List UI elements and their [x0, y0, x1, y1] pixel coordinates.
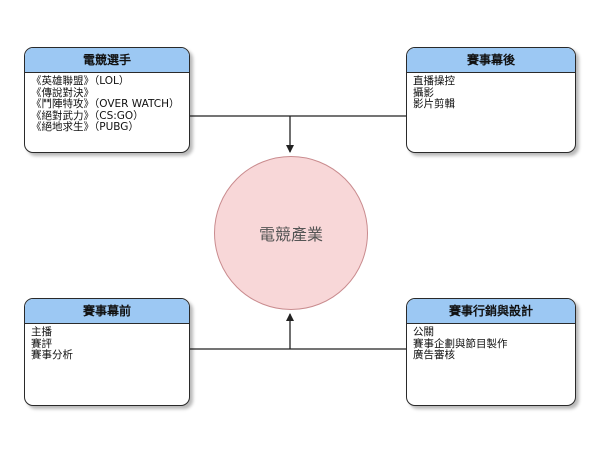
card-item: 《傳說對決》 — [31, 86, 94, 99]
card-items: 直播操控 攝影 影片剪輯 — [407, 73, 575, 114]
card-items: 公關 賽事企劃與節目製作 廣告審核 — [407, 324, 575, 365]
card-item: 影片剪輯 — [413, 98, 455, 111]
card-item: 攝影 — [413, 86, 434, 99]
card-esports-players: 電競選手 《英雄聯盟》（LOL） 《傳說對決》 《鬥陣特攻》（OVER WATC… — [24, 47, 190, 153]
card-title: 賽事行銷與設計 — [407, 299, 575, 324]
center-circle: 電競產業 — [214, 156, 368, 310]
card-title: 賽事幕前 — [25, 299, 189, 324]
card-item: 《絕對武力》（CS:GO） — [31, 109, 144, 122]
card-event-marketing-design: 賽事行銷與設計 公關 賽事企劃與節目製作 廣告審核 — [406, 298, 576, 406]
card-title: 電競選手 — [25, 48, 189, 73]
center-label: 電競產業 — [258, 225, 323, 244]
card-item: 廣告審核 — [413, 349, 455, 362]
card-item: 主播 — [31, 326, 52, 338]
card-items: 主播 賽評 賽事分析 — [25, 324, 189, 365]
card-item: 賽評 — [31, 337, 52, 350]
card-event-front: 賽事幕前 主播 賽評 賽事分析 — [24, 298, 190, 406]
card-item: 公關 — [413, 326, 434, 338]
card-items: 《英雄聯盟》（LOL） 《傳說對決》 《鬥陣特攻》（OVER WATCH） 《絕… — [25, 73, 189, 137]
card-item: 《英雄聯盟》（LOL） — [31, 75, 130, 87]
card-item: 賽事分析 — [31, 349, 73, 362]
card-title: 賽事幕後 — [407, 48, 575, 73]
card-event-backstage: 賽事幕後 直播操控 攝影 影片剪輯 — [406, 47, 576, 153]
card-item: 《絕地求生》（PUBG） — [31, 121, 139, 134]
card-item: 《鬥陣特攻》（OVER WATCH） — [31, 98, 180, 111]
card-item: 直播操控 — [413, 75, 455, 87]
card-item: 賽事企劃與節目製作 — [413, 337, 508, 350]
